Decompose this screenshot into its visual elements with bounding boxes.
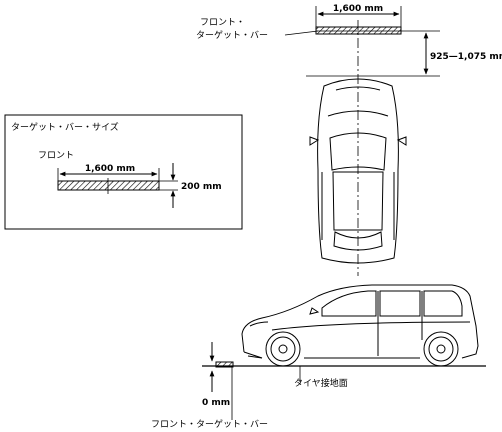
size-box-height-label: 200 mm [181,182,222,192]
side-target-bar [215,361,234,368]
vehicle-top-view-icon [309,78,407,264]
wheel-front [265,331,301,367]
vehicle-side-view-icon [241,284,479,359]
wheel-rear [423,331,459,367]
top-view: 1,600 mm フロント・ ターゲット・バー 925—1,075 mm [196,4,502,276]
bar-width-label: 1,600 mm [333,4,383,14]
bar-label-line2: ターゲット・バー [196,29,268,41]
distance-label: 925—1,075 mm [430,52,502,62]
zero-mm-label: 0 mm [202,398,230,408]
size-box-title: ターゲット・バー・サイズ [11,121,119,133]
front-target-bar [315,26,402,35]
side-view: 0 mm タイヤ接地面 フロント・ターゲット・バー [151,284,486,430]
side-bar-label: フロント・ターゲット・バー [151,418,268,430]
ground-label: タイヤ接地面 [294,377,348,389]
bar-label-leader [284,30,319,36]
size-box-width-label: 1,600 mm [85,164,135,174]
size-box-target-bar [57,180,160,191]
target-bar-size-box: ターゲット・バー・サイズ フロント 1,600 mm 200 mm [4,114,243,230]
size-box-frame [4,114,243,230]
bar-label-line1: フロント・ [200,18,245,28]
size-box-front-label: フロント [38,151,74,161]
